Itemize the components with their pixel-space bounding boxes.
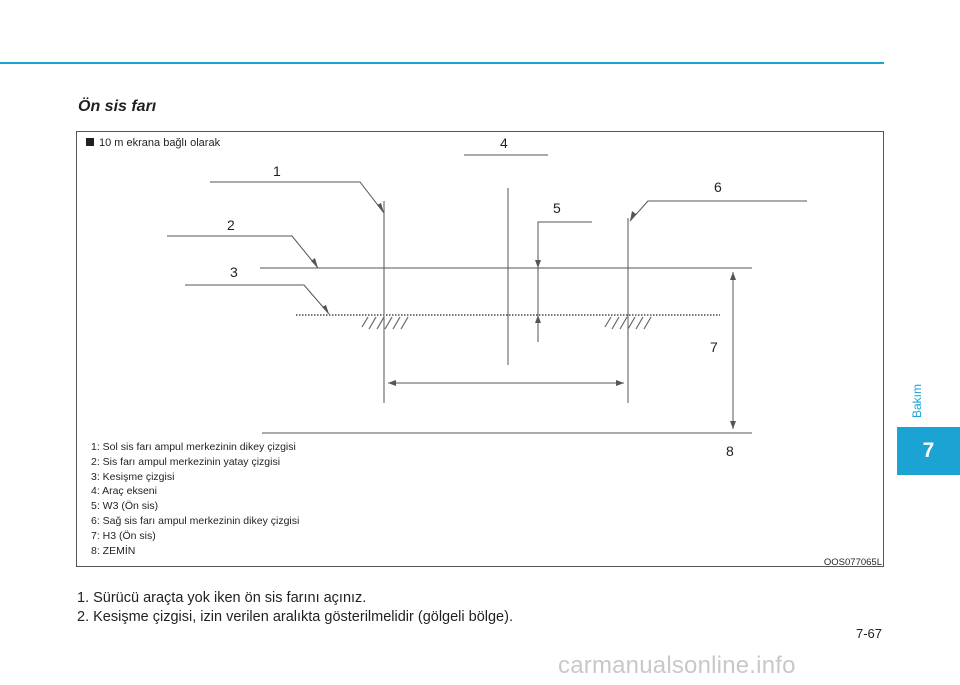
leader-line-5 [537,221,592,268]
callout-6: 6 [714,179,722,195]
figure-frame [76,131,884,567]
leader-line-6 [629,200,807,222]
legend-item: 2: Sis farı ampul merkezinin yatay çizgi… [91,455,281,468]
page-number: 7-67 [856,626,883,641]
arrowhead-h3-bottom [730,421,736,429]
chapter-side-label: Bakım [910,378,930,428]
arrowhead-w3-top [535,260,541,268]
shaded-zone-left [361,316,409,330]
arrowhead-width-right [616,380,624,386]
legend-item: 8: ZEMİN [91,544,136,557]
legend-item: 6: Sağ sis farı ampul merkezinin dikey ç… [91,514,300,527]
chapter-tab[interactable]: 7 [897,427,960,475]
legend-item: 1: Sol sis farı ampul merkezinin dikey ç… [91,441,296,453]
figure-caption: 10 m ekrana bağlı olarak [86,137,220,149]
callout-7: 7 [710,339,718,355]
legend-item: 5: W3 (Ön sis) [91,500,159,513]
legend-item: 4: Araç ekseni [91,485,157,498]
chapter-number: 7 [922,439,935,462]
arrowhead-2 [311,258,318,268]
watermark: carmanualsonline.info [558,652,796,679]
step-2-text: 2. Kesişme çizgisi, izin verilen aralıkt… [77,609,513,625]
leader-line-3 [185,284,330,315]
callout-3: 3 [230,264,238,280]
legend-item: 3: Kesişme çizgisi [91,470,175,483]
arrowhead-w3-bottom [535,315,541,323]
figure-code: OOS077065L [823,557,882,568]
legend-item: 7: H3 (Ön sis) [91,529,156,542]
arrowhead-3 [322,305,329,314]
figure-caption-text: 10 m ekrana bağlı olarak [99,137,221,149]
section-title: Ön sis farı [78,98,157,115]
chapter-side-label-text: Bakım [910,383,924,418]
step-1-text: 1. Sürücü araçta yok iken ön sis farını … [77,590,367,606]
callout-4: 4 [500,135,508,151]
callout-1: 1 [273,163,281,179]
arrowhead-width-left [388,380,396,386]
shaded-zone-right [604,316,652,330]
arrowhead-6 [630,211,636,221]
square-bullet-icon [86,138,94,146]
callout-2: 2 [227,217,235,233]
leader-line-1 [210,181,385,214]
header-rule [0,62,884,64]
leader-line-2 [167,235,319,269]
arrowhead-1 [377,203,384,213]
arrowhead-h3-top [730,272,736,280]
callout-5: 5 [553,200,561,216]
callout-8: 8 [726,443,734,459]
figure-legend: 1: Sol sis farı ampul merkezinin dikey ç… [91,440,299,558]
